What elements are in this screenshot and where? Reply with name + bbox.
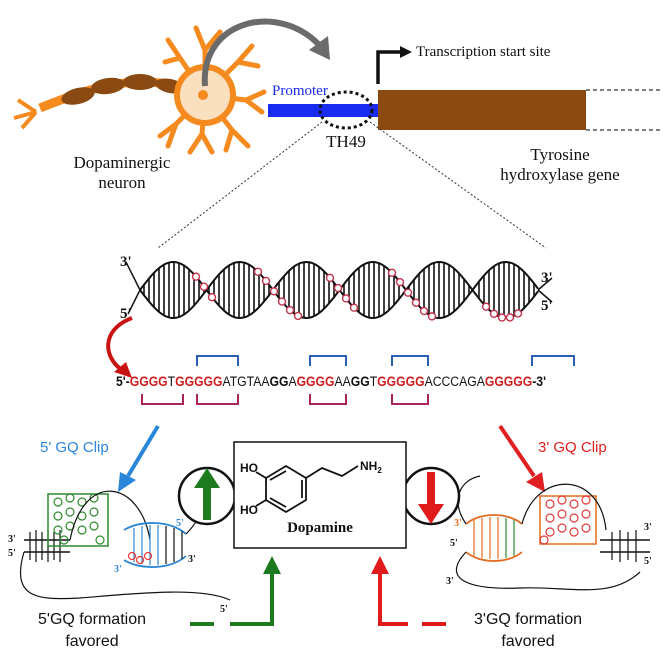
th-gene-block [378, 90, 586, 130]
outcome3-connector [371, 556, 446, 626]
sequence-segment: GG [269, 374, 288, 389]
dopamine-decrease-indicator [401, 466, 461, 526]
clip3-arrow [498, 424, 536, 478]
sequence-segment: GGGGG [377, 374, 424, 389]
clip5-end-5prime-bottom: 5' [220, 604, 228, 615]
sequence-segment: -3' [532, 374, 546, 389]
clip5-end-5prime-blue: 5' [176, 518, 184, 529]
duplex-left-bottom-end: 5' [120, 306, 132, 322]
outcome5-line1: 5'GQ formation [38, 611, 146, 628]
dopamine-name: Dopamine [287, 520, 353, 536]
sequence-segment: AA [335, 374, 351, 389]
dopamine-nh2: NH2 [360, 459, 382, 475]
dopamine-ho-top: HO [240, 461, 258, 475]
clip5-end-5prime-left: 5' [8, 548, 16, 559]
gene-label-line1: Tyrosine [530, 145, 589, 164]
dopamine-ho-bottom: HO [240, 503, 258, 517]
sequence-segment: ACCCAGA [425, 374, 485, 389]
clip5-end-3prime-blue: 3' [114, 564, 122, 575]
three-prime-gq-structure [455, 475, 650, 591]
clip3-end-5prime-left: 5' [450, 538, 458, 549]
clip3-end-3prime-right: 3' [644, 522, 652, 533]
sequence-segment: GG [351, 374, 370, 389]
dopamine-increase-indicator [177, 466, 237, 526]
duplex-right-bottom-end: 5' [541, 298, 553, 314]
clip5-end-3prime-right: 3' [188, 554, 196, 565]
sequence-segment: ATGTAA [223, 374, 270, 389]
sequence-segment: GGGGG [485, 374, 532, 389]
dopamine-box [233, 441, 407, 549]
outcome3-line1: 3'GQ formation [474, 611, 582, 628]
sequence-segment: GGGGG [175, 374, 222, 389]
neuron-label-line2: neuron [98, 173, 146, 192]
clip5-arrow [126, 424, 160, 478]
clip3-end-3prime-orange: 3' [454, 518, 462, 529]
sequence-segment: GGGG [130, 374, 168, 389]
sequence-zoom-arrow [106, 316, 133, 372]
promoter-label: Promoter [272, 83, 328, 99]
sequence-segment: 5'- [116, 374, 130, 389]
promoter-bar [268, 104, 378, 117]
sequence-segment: T [370, 374, 377, 389]
clip3-end-3prime-bottom: 3' [446, 576, 454, 587]
th49-sequence: 5'-GGGGTGGGGGATGTAAGGAGGGGAAGGTGGGGGACCC… [116, 374, 546, 389]
th49-site-circle [318, 90, 374, 130]
clip3-label: 3' GQ Clip [538, 439, 607, 456]
duplex-right-top-end: 3' [541, 270, 553, 286]
duplex-left-top-end: 3' [120, 254, 132, 270]
g-tract-brackets [141, 355, 575, 405]
clip5-label: 5' GQ Clip [40, 439, 109, 456]
clip3-arrowhead [526, 472, 545, 492]
tss-arrow [376, 50, 400, 84]
th49-label: TH49 [326, 132, 366, 151]
outcome3-line2: favored [501, 633, 554, 650]
sequence-segment: A [288, 374, 296, 389]
gene-continuation-lines [586, 89, 660, 131]
sequence-zoom-arrowhead [114, 362, 132, 378]
tss-label: Transcription start site [416, 44, 551, 60]
zoom-lines [157, 121, 547, 249]
dopamine-structure [255, 464, 359, 514]
outcome5-connector [190, 556, 281, 626]
sequence-segment: GGGG [297, 374, 335, 389]
dopaminergic-neuron-icon [13, 25, 267, 155]
clip5-arrowhead [118, 472, 136, 492]
outcome5-line2: favored [65, 633, 118, 650]
clip3-end-5prime-right: 5' [644, 556, 652, 567]
sequence-segment: T [168, 374, 175, 389]
gene-label-line2: hydroxylase gene [500, 165, 619, 184]
neuron-label-line1: Dopaminergic [74, 153, 171, 172]
neuron-to-promoter-arrowhead [309, 36, 330, 60]
neuron-to-promoter-arrow [201, 18, 325, 87]
clip5-end-3prime-left: 3' [8, 534, 16, 545]
dna-double-helix [125, 260, 553, 322]
tss-arrowhead [400, 46, 412, 58]
